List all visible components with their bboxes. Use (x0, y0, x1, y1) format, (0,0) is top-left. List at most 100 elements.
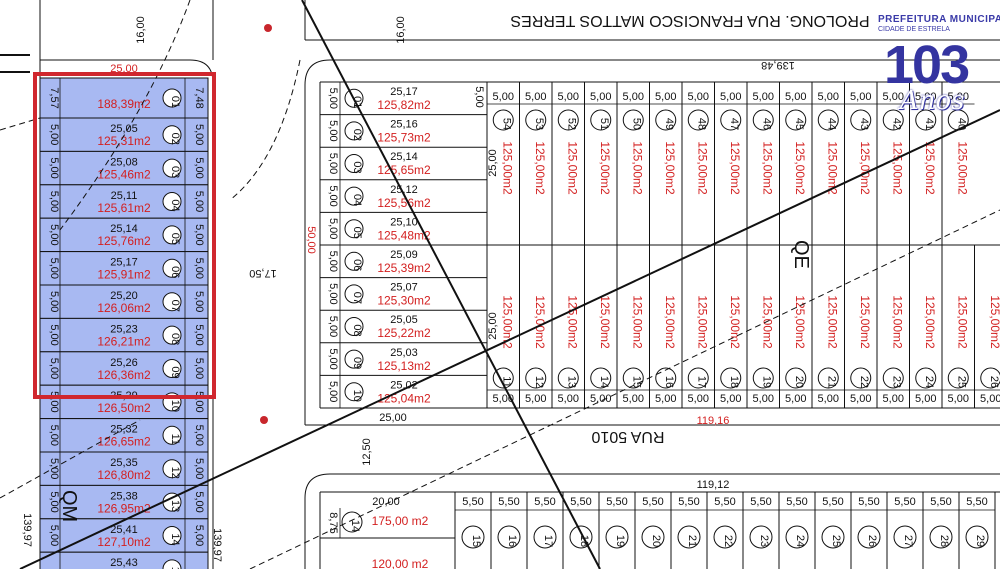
lot-qm-number: 09 (169, 366, 181, 378)
lot-qe-side-length: 25,05 (390, 314, 418, 326)
lot-qe-top-area: 125,00m2 (630, 141, 644, 195)
lot-qe-bottom-area: 125,00m2 (533, 295, 547, 349)
lot-qe-side-length: 25,07 (390, 282, 418, 294)
lot-qe-bottom-area: 125,00m2 (695, 295, 709, 349)
lot-qm-area: 126,80m2 (97, 468, 151, 482)
dim-left-side-right: 139,97 (211, 528, 223, 562)
lot-qe-side-length: 25,10 (390, 216, 418, 228)
lot-lower-number-circle (461, 525, 485, 549)
lot-qm-area: 125,46m2 (97, 167, 151, 181)
lot-qe-side-length: 25,09 (390, 249, 418, 261)
lot-lower-corner-number: 14 (349, 520, 361, 532)
lot-qm-width: 5,00 (48, 358, 60, 379)
lot-qe-top-area: 125,00m2 (760, 141, 774, 195)
lot-qm-width-right: 5,00 (193, 224, 205, 245)
lot-qe-bottom-width: 5,00 (558, 393, 579, 405)
lot-qm-area: 126,95m2 (97, 501, 151, 515)
lot-qm-width: 5,00 (48, 258, 60, 279)
lot-qm-area: 126,65m2 (97, 435, 151, 449)
dim-inner-left-top: 5,00 (473, 86, 485, 107)
lot-qe-top-number-circle (525, 109, 547, 131)
lot-qe-bottom-width: 5,00 (655, 393, 676, 405)
lot-qm-width-right: 5,00 (193, 491, 205, 512)
lot-qe-bottom-number-circle (655, 367, 677, 389)
lot-qe-side-width: 5,00 (327, 88, 339, 109)
lot-qm-number: 06 (169, 266, 181, 278)
lot-qe-top-number-circle (882, 109, 904, 131)
lot-qm-width-right: 5,00 (193, 258, 205, 279)
lot-qe-side-area: 125,30m2 (377, 294, 431, 308)
lot-qe-side-number: 08 (351, 324, 363, 336)
lot-qm-length: 25,20 (110, 290, 138, 302)
lot-qe-bottom-area: 125,00m2 (663, 295, 677, 349)
lot-qe-bottom-number-circle (590, 367, 612, 389)
logo-sub-text: CIDADE DE ESTRELA (878, 26, 950, 33)
lot-qe-bottom-width: 5,00 (753, 393, 774, 405)
lot-qe-bottom-width: 5,00 (818, 393, 839, 405)
lot-lower-width: 5,50 (786, 496, 807, 508)
lot-lower-width: 5,50 (462, 496, 483, 508)
selection-highlight (33, 72, 216, 399)
lot-lower-number-circle (893, 525, 917, 549)
lot-qm-number: 13 (169, 500, 181, 512)
logo-103-anos: PREFEITURA MUNICIPAL CIDADE DE ESTRELA 1… (874, 8, 1000, 128)
lot-lower-number-circle (605, 525, 629, 549)
dim-right-block-left: 50,00 (305, 226, 317, 254)
lot-qe-top-width: 5,00 (883, 91, 904, 103)
lot-qe-top-area: 125,00m2 (500, 141, 514, 195)
lot-qm-width: 5,00 (48, 324, 60, 345)
lot-qe-bottom-area: 125,00m2 (565, 295, 579, 349)
lot-qe-top-number-circle (850, 109, 872, 131)
lot-lower-width: 5,50 (678, 496, 699, 508)
lot-qe-bottom-width: 5,00 (590, 393, 611, 405)
lot-qe-bottom-area: 125,00m2 (630, 295, 644, 349)
lot-lower-width: 5,50 (894, 496, 915, 508)
lot-qe-bottom-number: 18 (728, 376, 740, 388)
lot-lower-corner-width: 8,75 (327, 512, 339, 533)
lot-lower-partial-area: 120,00 m2 (372, 557, 429, 569)
lot-qe-top-width: 5,00 (493, 91, 514, 103)
dim-inner-col-a: 25,00 (487, 149, 499, 177)
lot-qm-length: 25,26 (110, 357, 138, 369)
dim-right-block-bottom-left: 25,00 (379, 412, 407, 424)
lot-qm-width-right: 5,00 (193, 425, 205, 446)
lot-qm-area: 126,06m2 (97, 301, 151, 315)
lot-qm-width: 5,00 (48, 191, 60, 212)
lot-qm-width-right: 5,00 (193, 157, 205, 178)
block-qm-label: QM (58, 490, 80, 522)
lot-lower-number: 15 (470, 535, 482, 547)
lot-qe-bottom-area: 125,00m2 (923, 295, 937, 349)
lot-qm-width: 5,00 (48, 157, 60, 178)
lot-qe-bottom-area: 125,00m2 (500, 295, 514, 349)
lot-qm-area: 125,91m2 (97, 268, 151, 282)
street-middle-label: RUA 5010 (591, 428, 664, 445)
lot-qe-bottom-number-circle (817, 367, 839, 389)
logo-number: 103 (884, 35, 970, 95)
lot-qe-side-number-circle (344, 186, 364, 206)
lot-qm-number-circle (162, 225, 182, 245)
lot-qm-number-circle (162, 459, 182, 479)
lot-qm-number: 11 (169, 434, 181, 445)
lot-qe-side-area: 125,22m2 (377, 326, 431, 340)
